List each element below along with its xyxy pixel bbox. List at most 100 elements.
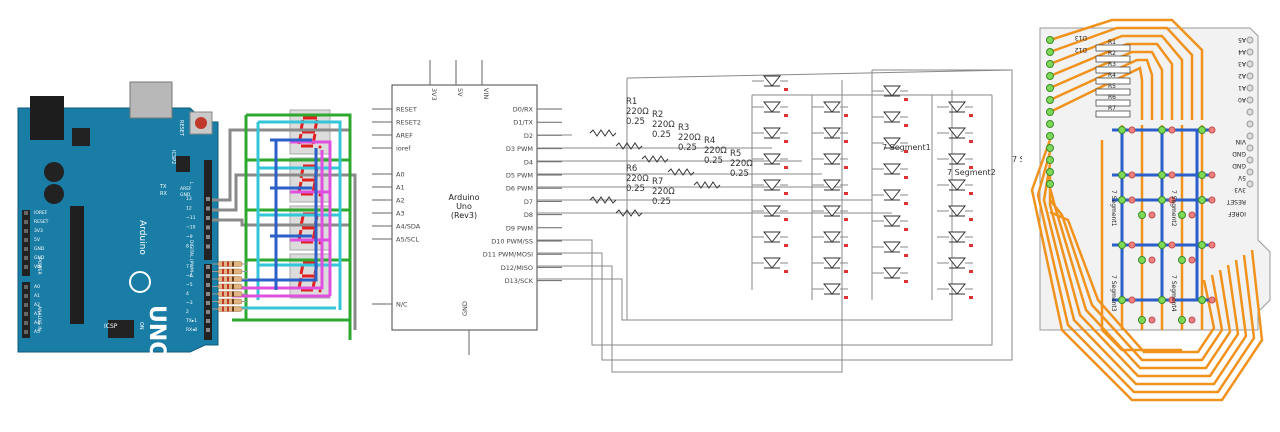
pcb-resistor[interactable]: R4 [1095, 72, 1131, 85]
header-pin[interactable] [24, 303, 28, 307]
led-diode-icon[interactable] [872, 215, 908, 231]
pcb-pad[interactable] [1046, 132, 1054, 140]
pcb-pad[interactable] [1198, 126, 1206, 134]
pcb-pad[interactable] [1128, 196, 1136, 204]
pcb-pad[interactable] [1046, 180, 1054, 188]
header-pin[interactable] [24, 265, 28, 269]
header-pin[interactable] [24, 247, 28, 251]
header-pin[interactable] [206, 206, 210, 211]
pcb-resistor[interactable]: R6 [1095, 94, 1131, 107]
pcb-pad[interactable] [1198, 171, 1206, 179]
pcb-pad[interactable] [1128, 126, 1136, 134]
resistor[interactable] [212, 276, 248, 282]
pcb-pad[interactable] [1128, 171, 1136, 179]
header-pin[interactable] [24, 321, 28, 325]
pcb-header-pad[interactable] [1246, 36, 1254, 44]
pcb-pad[interactable] [1178, 211, 1186, 219]
pcb-pad[interactable] [1188, 211, 1196, 219]
pcb-pad[interactable] [1168, 241, 1176, 249]
led-diode-icon[interactable] [752, 231, 788, 247]
pcb-pad[interactable] [1168, 171, 1176, 179]
pcb-pad[interactable] [1188, 316, 1196, 324]
pcb-pad[interactable] [1046, 36, 1054, 44]
pcb-header-pad[interactable] [1246, 84, 1254, 92]
pcb-header-pad[interactable] [1246, 156, 1254, 164]
pcb-pad[interactable] [1046, 144, 1054, 152]
header-pin[interactable] [24, 330, 28, 334]
pcb-header-pad[interactable] [1246, 96, 1254, 104]
pcb-header-pad[interactable] [1246, 60, 1254, 68]
led-diode-icon[interactable] [752, 101, 788, 117]
led-diode-icon[interactable] [937, 101, 973, 117]
pcb-pad[interactable] [1046, 108, 1054, 116]
led-diode-icon[interactable] [752, 75, 788, 91]
resistor[interactable] [212, 283, 248, 290]
pcb-pad[interactable] [1168, 296, 1176, 304]
pcb-pad[interactable] [1138, 256, 1146, 264]
led-diode-icon[interactable] [812, 257, 848, 273]
led-diode-icon[interactable] [872, 111, 908, 127]
led-diode-icon[interactable] [812, 153, 848, 169]
header-pin[interactable] [24, 229, 28, 233]
arduino-uno-board[interactable]: UNO Arduino RESET ICSP2 ICSP ON TX RX L … [17, 81, 219, 360]
pcb-pad[interactable] [1046, 156, 1054, 164]
pcb-pad[interactable] [1158, 296, 1166, 304]
pcb-pad[interactable] [1046, 84, 1054, 92]
resistor[interactable] [212, 291, 248, 297]
pcb-pad[interactable] [1118, 196, 1126, 204]
pcb-pad[interactable] [1168, 126, 1176, 134]
pcb-pad[interactable] [1168, 196, 1176, 204]
seven-segment-display[interactable] [289, 109, 331, 155]
pcb-pad[interactable] [1208, 196, 1216, 204]
pcb-pad[interactable] [1208, 241, 1216, 249]
pcb-pad[interactable] [1148, 316, 1156, 324]
pcb-pad[interactable] [1118, 171, 1126, 179]
led-diode-icon[interactable] [937, 231, 973, 247]
pcb-pad[interactable] [1148, 256, 1156, 264]
led-diode-icon[interactable] [937, 283, 973, 299]
pcb-resistor[interactable]: R7 [1095, 105, 1131, 118]
pcb-pad[interactable] [1158, 196, 1166, 204]
header-pin[interactable] [206, 197, 210, 201]
led-diode-icon[interactable] [752, 257, 788, 273]
seven-segment-display[interactable] [289, 157, 331, 203]
pcb-pad[interactable] [1178, 256, 1186, 264]
led-diode-icon[interactable] [812, 127, 848, 143]
pcb-pad[interactable] [1046, 96, 1054, 104]
led-diode-icon[interactable] [812, 231, 848, 247]
pcb-pad[interactable] [1178, 316, 1186, 324]
pcb-header-pad[interactable] [1246, 72, 1254, 80]
pcb-pad[interactable] [1208, 296, 1216, 304]
pcb-pad[interactable] [1138, 316, 1146, 324]
header-pin[interactable] [206, 292, 210, 296]
pcb-pad[interactable] [1158, 241, 1166, 249]
pcb-resistor[interactable]: R3 [1095, 61, 1131, 74]
led-diode-icon[interactable] [872, 241, 908, 257]
header-pin[interactable] [206, 244, 210, 249]
schematic-wires[interactable] [537, 69, 1013, 373]
pcb-pad[interactable] [1208, 126, 1216, 134]
pcb-pad[interactable] [1138, 211, 1146, 219]
header-pin[interactable] [24, 220, 28, 224]
pcb-pad[interactable] [1046, 60, 1054, 68]
header-pin[interactable] [206, 216, 210, 220]
header-pin[interactable] [206, 328, 210, 332]
led-diode-icon[interactable] [812, 283, 848, 299]
pcb-header-pad[interactable] [1246, 180, 1254, 188]
pcb-header-pad[interactable] [1246, 132, 1254, 140]
led-diode-icon[interactable] [752, 205, 788, 221]
pcb-pad[interactable] [1128, 296, 1136, 304]
header-pin[interactable] [24, 294, 28, 298]
header-pin[interactable] [206, 319, 210, 323]
pcb-pad[interactable] [1118, 296, 1126, 304]
header-pin[interactable] [24, 285, 28, 289]
pcb-pad[interactable] [1046, 72, 1054, 80]
jumper-wires[interactable] [212, 113, 357, 340]
header-pin[interactable] [24, 211, 28, 215]
pcb-header-pad[interactable] [1246, 168, 1254, 176]
pcb-pad[interactable] [1198, 196, 1206, 204]
